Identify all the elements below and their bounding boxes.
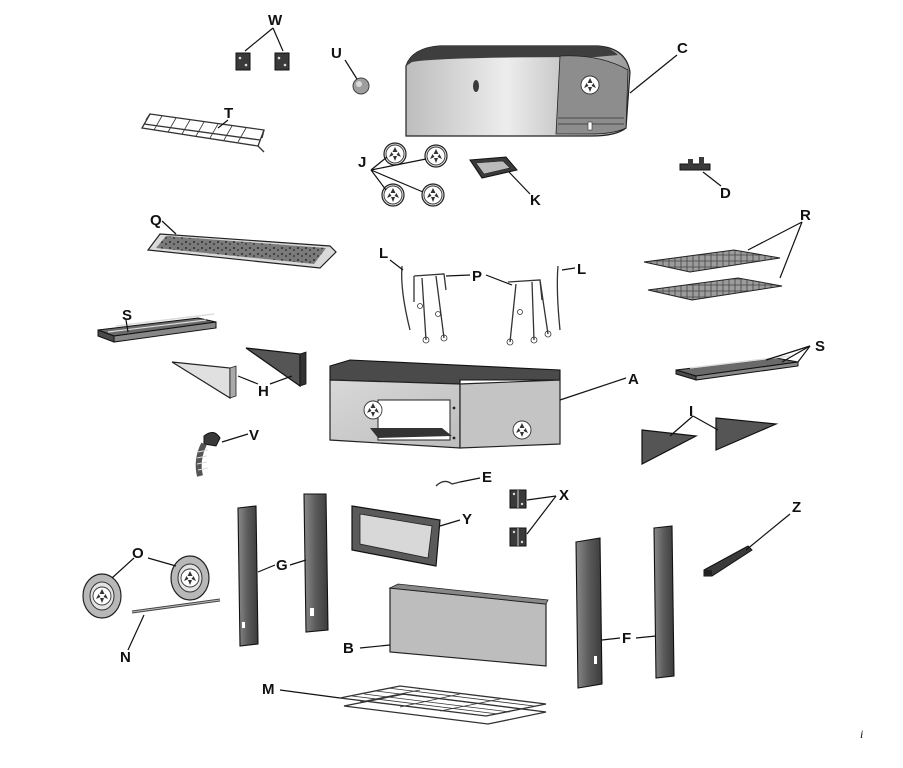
part-r-cooking-grates: R	[643, 207, 811, 301]
label-h: H	[258, 383, 269, 400]
part-u-gauge: U	[331, 45, 370, 95]
part-t-warming-rack: T	[140, 105, 265, 153]
part-x-hinges: X	[509, 487, 569, 547]
bracket-w-right	[274, 52, 290, 71]
part-k-control-panel: K	[469, 156, 541, 209]
label-o: O	[132, 545, 144, 562]
label-v: V	[249, 427, 259, 444]
label-k: K	[530, 192, 541, 209]
part-y-door: Y	[351, 505, 472, 567]
part-f-legs: F	[575, 525, 675, 689]
label-s-right: S	[815, 338, 825, 355]
leg-g-back	[303, 493, 329, 633]
label-y: Y	[462, 511, 472, 528]
wheel-left	[82, 573, 122, 619]
label-e: E	[482, 469, 492, 486]
knob-1	[383, 142, 407, 166]
knob-4	[421, 183, 445, 207]
part-i-shelf-brackets: I	[641, 403, 779, 465]
knob-3	[381, 183, 405, 207]
part-e-clip: E	[435, 469, 492, 487]
label-c: C	[677, 40, 688, 57]
burner-p-left	[413, 273, 448, 344]
label-q: Q	[150, 212, 162, 229]
label-g: G	[276, 557, 288, 574]
label-u: U	[331, 45, 342, 62]
page-mark: i	[860, 727, 863, 741]
part-j-knobs: J	[358, 142, 448, 207]
part-o-wheels: O	[82, 545, 210, 619]
label-x: X	[559, 487, 569, 504]
label-r: R	[800, 207, 811, 224]
label-w: W	[268, 12, 283, 29]
part-h-shelf-brackets: H	[171, 347, 307, 400]
part-b-back-panel: B	[343, 583, 549, 667]
part-w-brackets: W	[235, 12, 290, 71]
part-c-lid: C	[405, 40, 688, 137]
hanger-l-left	[401, 265, 411, 331]
knob-2	[424, 144, 448, 168]
label-i: I	[689, 403, 693, 420]
label-b: B	[343, 640, 354, 657]
part-n-axle: N	[120, 598, 221, 666]
part-v-regulator: V	[195, 427, 259, 477]
label-z: Z	[792, 499, 801, 516]
label-s-left: S	[122, 307, 132, 324]
leg-f-back	[653, 525, 675, 679]
part-s-heat-plates-left: S	[97, 307, 217, 343]
label-l-right: L	[577, 261, 586, 278]
label-d: D	[720, 185, 731, 202]
hanger-l-right	[556, 265, 561, 331]
leg-f-front	[575, 537, 603, 689]
part-z-rail: Z	[703, 499, 801, 577]
label-t: T	[224, 105, 233, 122]
label-f: F	[622, 630, 631, 647]
part-l-p-burners: L L P	[379, 245, 586, 346]
label-l-left: L	[379, 245, 388, 262]
label-a: A	[628, 371, 639, 388]
label-m: M	[262, 681, 275, 698]
wheel-right	[170, 555, 210, 601]
bracket-w-left	[235, 52, 251, 71]
label-p: P	[472, 268, 482, 285]
part-d-igniter: D	[679, 157, 731, 202]
label-n: N	[120, 649, 131, 666]
part-g-legs: G	[237, 493, 329, 647]
part-q-grease-tray: Q	[146, 212, 337, 269]
leg-g-front	[237, 505, 259, 647]
part-m-bottom-rack: M	[262, 681, 547, 725]
part-a-firebox: A	[329, 359, 639, 449]
part-s-heat-plates-right: S	[675, 338, 825, 381]
label-j: J	[358, 154, 366, 171]
burner-p-right	[506, 279, 552, 346]
